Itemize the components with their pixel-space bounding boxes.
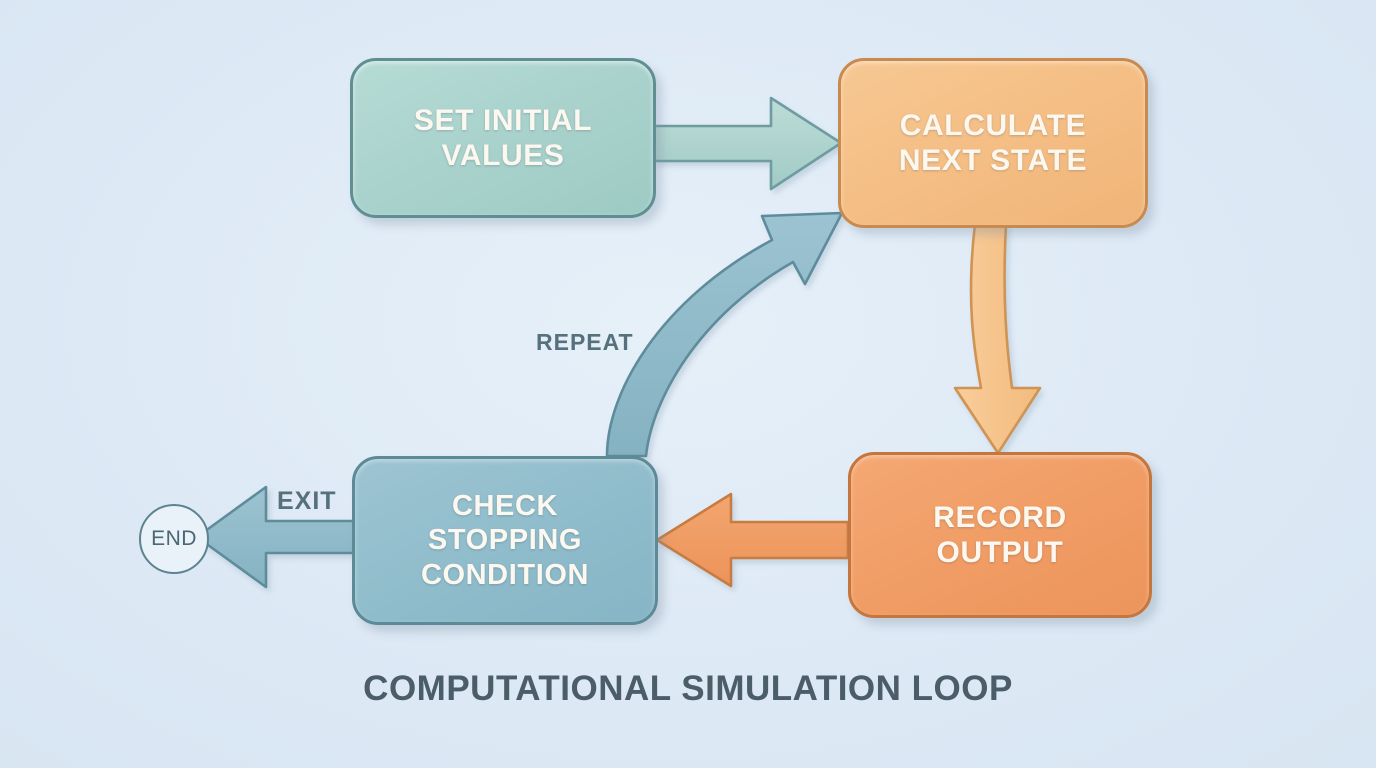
arrow-set-initial-to-calculate (652, 96, 843, 191)
node-record-output-label: RECORD OUTPUT (933, 500, 1067, 569)
diagram-title: COMPUTATIONAL SIMULATION LOOP (363, 669, 1013, 708)
node-end-terminator[interactable]: END (139, 504, 209, 574)
node-set-initial-values[interactable]: SET INITIAL VALUES (350, 58, 656, 218)
edge-label-exit: EXIT (277, 487, 337, 515)
node-calculate-next-state-label: CALCULATE NEXT STATE (898, 108, 1088, 177)
node-set-initial-values-label: SET INITIAL VALUES (413, 103, 593, 172)
arrow-record-to-check (655, 492, 850, 588)
node-check-stopping-condition-label: CHECK STOPPING CONDITION (420, 490, 590, 591)
arrow-check-to-calculate-repeat (605, 211, 844, 458)
node-check-stopping-condition[interactable]: CHECK STOPPING CONDITION (352, 456, 658, 625)
node-record-output[interactable]: RECORD OUTPUT (848, 452, 1152, 618)
node-calculate-next-state[interactable]: CALCULATE NEXT STATE (838, 58, 1148, 228)
edge-label-repeat: REPEAT (536, 329, 634, 355)
arrow-calculate-to-record (953, 222, 1042, 455)
node-end-label: END (151, 527, 197, 550)
